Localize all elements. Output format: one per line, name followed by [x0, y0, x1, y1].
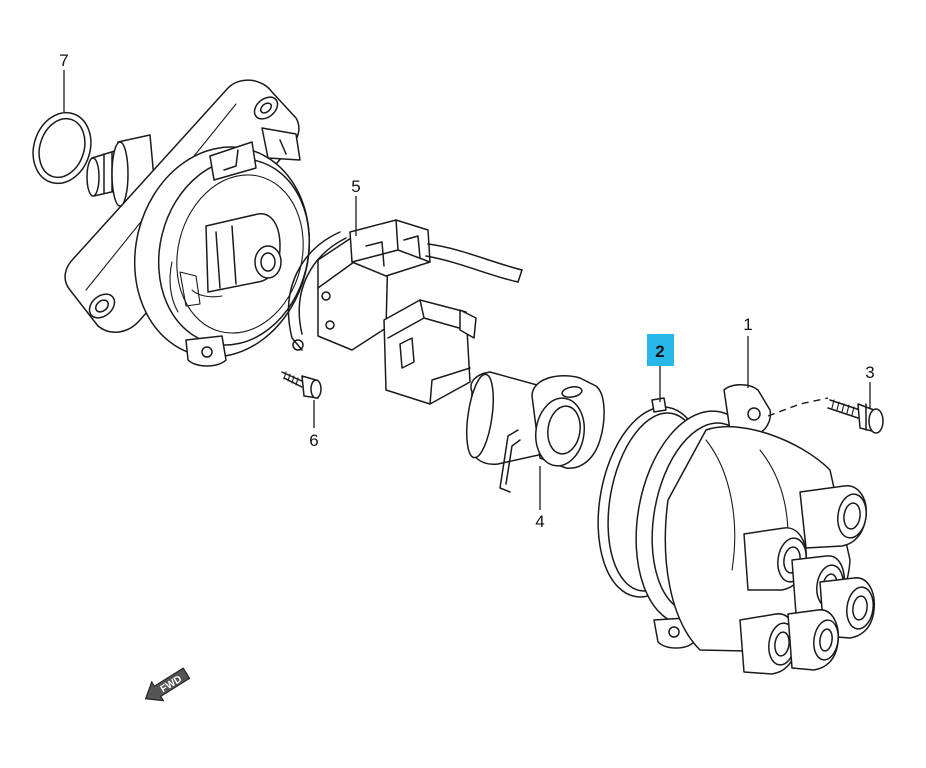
callout-7[interactable]: 7: [59, 51, 68, 70]
callout-3[interactable]: 3: [865, 363, 874, 382]
callout-2-highlight: [647, 334, 674, 366]
igniter-module[interactable]: [383, 299, 477, 405]
part-5-pickup-coil[interactable]: [287, 219, 523, 351]
callout-1[interactable]: 1: [743, 315, 752, 334]
install-guide-line: [767, 397, 829, 417]
part-6-screw[interactable]: [281, 371, 322, 399]
callout-4[interactable]: 4: [535, 512, 544, 531]
callout-6[interactable]: 6: [309, 431, 318, 450]
callout-5[interactable]: 5: [351, 177, 360, 196]
part-4-rotor[interactable]: [462, 371, 605, 493]
distributor-housing[interactable]: [64, 79, 331, 376]
part-3-screw[interactable]: [827, 399, 884, 434]
part-7-o-ring[interactable]: [24, 105, 100, 191]
part-1-distributor-cap[interactable]: [620, 384, 876, 675]
callout-2[interactable]: 2: [655, 342, 664, 361]
fwd-arrow-icon: FWD: [144, 667, 191, 702]
